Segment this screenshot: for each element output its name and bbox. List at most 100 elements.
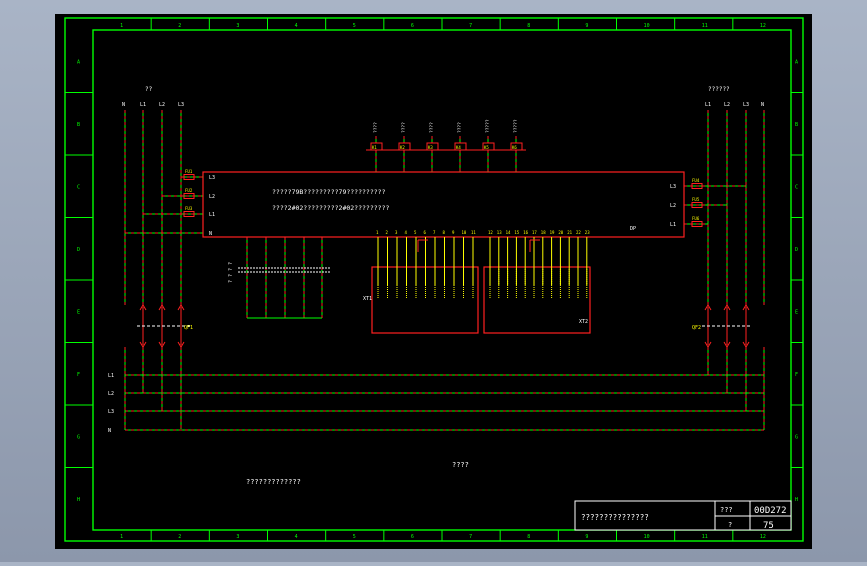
xt1-terminal-number: 8 (443, 230, 446, 235)
top-load-tag: K6 (512, 145, 517, 150)
column-marker-bottom: 5 (353, 534, 356, 540)
fuse-label: FU2 (185, 188, 193, 193)
xt2-terminal-number: 17 (532, 230, 537, 235)
center-note: ???? (452, 461, 469, 469)
right-feed-line-label: L2 (724, 102, 730, 108)
left-feed-line-label: L1 (140, 102, 146, 108)
breaker-arrow (742, 304, 750, 311)
top-load-tag: K2 (400, 145, 405, 150)
column-marker-bottom: 8 (527, 534, 530, 540)
xt2-terminal-number: 14 (506, 230, 511, 235)
row-marker-right: D (795, 247, 798, 253)
row-marker-right: E (795, 309, 798, 315)
column-marker-bottom: 6 (411, 534, 414, 540)
fuse-label: FU5 (692, 197, 700, 202)
top-load-label: ???? (429, 122, 435, 133)
xt1-terminal-number: 3 (395, 230, 398, 235)
column-marker-bottom: 1 (120, 534, 123, 540)
xt1-terminal-number: 7 (433, 230, 436, 235)
main-box-right-terminal: L2 (670, 203, 676, 209)
xt2-terminal-number: 12 (488, 230, 493, 235)
row-marker-right: G (795, 434, 798, 440)
row-marker-right: H (795, 497, 798, 503)
column-marker-bottom: 4 (295, 534, 298, 540)
xt2-terminal-number: 16 (523, 230, 528, 235)
main-box-line2: ????2#02?????????2#02????????? (272, 204, 389, 212)
xt1-terminal-number: 5 (414, 230, 417, 235)
left-feed-line-label: L3 (178, 102, 184, 108)
bus-label: L3 (108, 409, 114, 415)
column-marker-top: 7 (469, 23, 472, 29)
xt1-terminal-number: 4 (405, 230, 408, 235)
main-box-right-terminal: L3 (670, 184, 676, 190)
column-marker-bottom: 9 (585, 534, 588, 540)
top-load-label: ????? (513, 119, 519, 133)
main-box-outline (202, 171, 685, 238)
cable-bundle: ? ? ? ? (228, 237, 330, 319)
fuse-label: FU3 (185, 206, 193, 211)
column-marker-top: 3 (236, 23, 239, 29)
xt2-box (483, 266, 591, 334)
fuse-symbol (691, 202, 703, 208)
column-marker-bottom: 12 (760, 534, 766, 540)
left-note: ????????????? (246, 478, 301, 486)
bus-label: L2 (108, 391, 114, 397)
xt2-terminal-number: 21 (567, 230, 572, 235)
breaker-arrow (139, 304, 147, 311)
top-load-label: ???? (457, 122, 463, 133)
row-marker-right: C (795, 184, 798, 190)
column-marker-top: 6 (411, 23, 414, 29)
column-marker-top: 5 (353, 23, 356, 29)
column-marker-top: 4 (295, 23, 298, 29)
xt2-terminal-number: 15 (514, 230, 519, 235)
title-block-name: ??????????????? (581, 513, 649, 522)
row-marker-left: E (77, 309, 80, 315)
main-box-right-terminal: L1 (670, 222, 676, 228)
title-block-field1-value: 00D272 (754, 506, 787, 516)
main-box-left-terminal: L1 (209, 212, 215, 218)
xt1-terminal-number: 10 (462, 230, 467, 235)
column-marker-bottom: 2 (178, 534, 181, 540)
main-box-left-terminal: L2 (209, 194, 215, 200)
title-block-field1-label: ??? (720, 506, 733, 514)
title-block-field2-value: 75 (763, 521, 774, 531)
right-feed-title: ?????? (708, 86, 730, 93)
top-load-tag: K5 (484, 145, 489, 150)
cable-bundle-label: ? ? ? ? (228, 262, 234, 283)
column-marker-bottom: 7 (469, 534, 472, 540)
left-feed-line-label: L2 (159, 102, 165, 108)
column-marker-bottom: 10 (644, 534, 650, 540)
breaker-label: QF2 (692, 325, 701, 331)
xt1-terminal-number: 9 (452, 230, 455, 235)
fuse-label: FU1 (185, 169, 193, 174)
left-feed-line-label: N (122, 102, 125, 108)
row-marker-left: G (77, 434, 80, 440)
sheet-background (55, 14, 812, 549)
row-marker-left: A (77, 59, 80, 65)
main-box-left-terminal: N (209, 231, 212, 237)
row-marker-right: F (795, 372, 798, 378)
column-marker-bottom: 3 (236, 534, 239, 540)
main-box-tag: DP (630, 226, 636, 232)
row-marker-left: H (77, 497, 80, 503)
top-load-tag: K1 (372, 145, 377, 150)
column-marker-top: 1 (120, 23, 123, 29)
top-load-label: ???? (373, 122, 379, 133)
bus-label: N (108, 428, 111, 434)
xt2-terminal-number: 18 (541, 230, 546, 235)
bus-label: L1 (108, 373, 114, 379)
xt1-terminal-number: 11 (471, 230, 476, 235)
xt1-terminal-number: 6 (424, 230, 427, 235)
breaker-arrow (158, 304, 166, 311)
fuse-symbol (183, 174, 195, 180)
fuse-label: FU4 (692, 178, 700, 183)
